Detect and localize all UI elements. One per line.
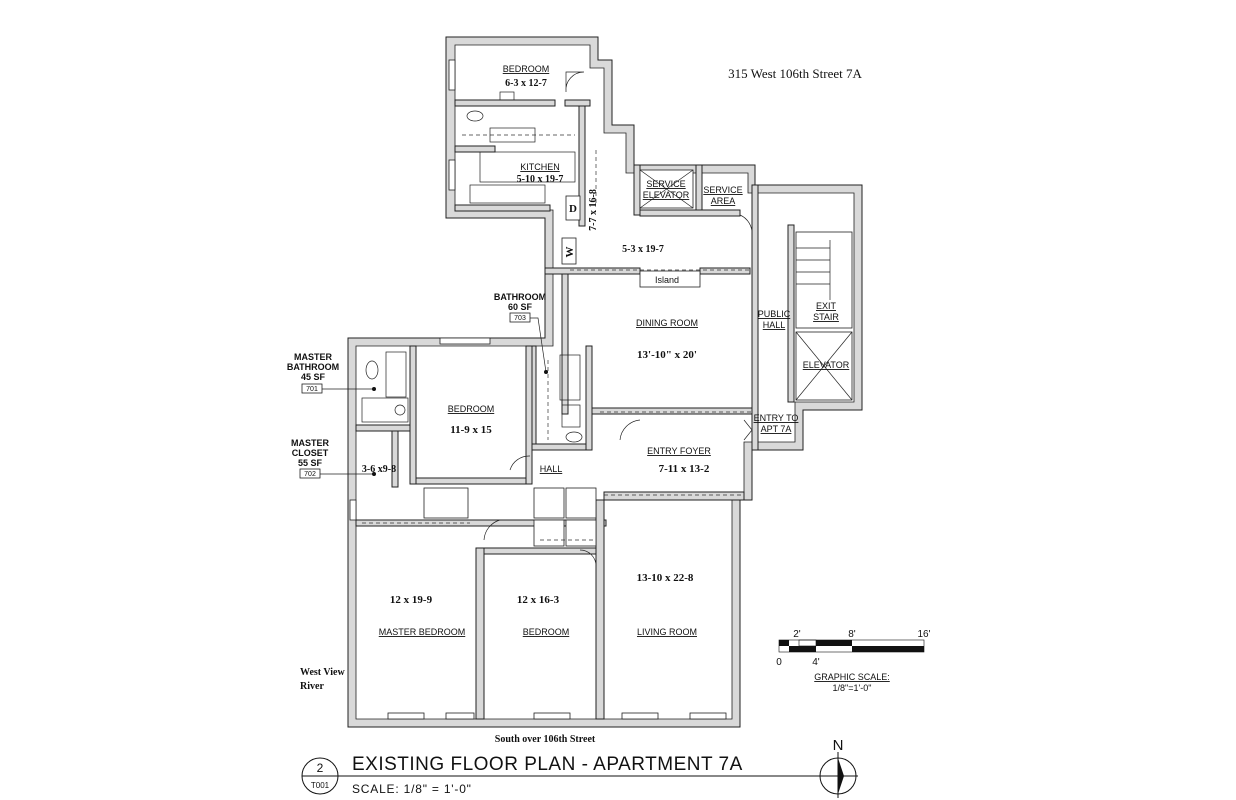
west-view-line2: River <box>300 681 324 692</box>
scale-tick-4: 4' <box>812 657 820 668</box>
master-closet-tag: 702 <box>304 471 316 478</box>
master-closet-line3: 55 SF <box>298 458 323 468</box>
bedroom-south-dims: 12 x 16-3 <box>517 594 560 606</box>
door-swings <box>483 71 753 567</box>
entry-to-line1: ENTRY TO <box>754 413 799 423</box>
master-bedroom-dims: 12 x 19-9 <box>390 594 433 606</box>
hall-label: HALL <box>540 464 563 474</box>
detail-number: 2 <box>317 761 324 775</box>
bedroom-mid-dims: 11-9 x 15 <box>450 424 492 436</box>
scale-tick-0: 0 <box>776 657 782 668</box>
north-arrow-icon: N <box>818 737 858 798</box>
elevator-label: ELEVATOR <box>803 360 850 370</box>
scale-tick-16: 16' <box>917 629 930 640</box>
master-bath-tag: 701 <box>306 386 318 393</box>
scale-caption-1: GRAPHIC SCALE: <box>814 672 890 682</box>
service-elevator-line1: SERVICE <box>646 179 685 189</box>
master-bath-line1: MASTER <box>294 352 333 362</box>
sheet-number: T001 <box>311 781 330 790</box>
north-label: N <box>833 737 844 754</box>
kitchen-dims: 5-10 x 19-7 <box>517 174 564 185</box>
plan-scale: SCALE: 1/8" = 1'-0" <box>352 782 472 796</box>
master-closet-line2: CLOSET <box>292 448 329 458</box>
scale-tick-2: 2' <box>793 629 801 640</box>
dining-room-name: DINING ROOM <box>636 318 698 328</box>
living-room-name: LIVING ROOM <box>637 627 697 637</box>
exit-stair-line1: EXIT <box>816 301 837 311</box>
stair-treads <box>796 240 831 300</box>
bedroom-south-name: BEDROOM <box>523 627 570 637</box>
dashed-openings <box>362 134 752 541</box>
graphic-scale: 2' 8' 16' 0 4' GRAPHIC SCALE: 1/8"=1'-0" <box>776 629 930 693</box>
kitchen-island <box>639 270 701 288</box>
service-elevator-line2: ELEVATOR <box>643 190 690 200</box>
bedroom-small-name: BEDROOM <box>503 64 550 74</box>
dryer-label: D <box>569 203 577 215</box>
kitchen-name: KITCHEN <box>520 162 560 172</box>
public-hall-line1: PUBLIC <box>758 309 791 319</box>
closet-dims: 3-6 x9-8 <box>362 464 396 475</box>
island-label: Island <box>655 275 679 285</box>
south-view-label: South over 106th Street <box>495 734 596 745</box>
corridor-dims: 5-3 x 19-7 <box>622 244 664 255</box>
bedroom-small-dims: 6-3 x 12-7 <box>505 78 547 89</box>
master-closet-line1: MASTER <box>291 438 330 448</box>
service-area-line2: AREA <box>711 196 736 206</box>
entry-foyer-name: ENTRY FOYER <box>647 446 711 456</box>
service-area-line1: SERVICE <box>703 185 742 195</box>
washer-label: W <box>564 247 576 258</box>
scale-caption-2: 1/8"=1'-0" <box>833 683 872 693</box>
master-bath-line3: 45 SF <box>301 372 326 382</box>
bathroom-callout-line2: 60 SF <box>508 302 533 312</box>
west-view-line1: West View <box>300 667 345 678</box>
callouts: BATHROOM 60 SF 703 MASTER BATHROOM 45 SF… <box>287 292 548 479</box>
dining-room-dims: 13'-10" x 20' <box>637 349 697 361</box>
plan-title: EXISTING FLOOR PLAN - APARTMENT 7A <box>352 754 743 775</box>
entry-foyer-dims: 7-11 x 13-2 <box>659 463 710 475</box>
exterior-walls <box>347 36 863 728</box>
interior-walls <box>349 59 853 720</box>
fixtures <box>361 91 701 443</box>
entry-to-line2: APT 7A <box>761 424 792 434</box>
exit-stair-line2: STAIR <box>813 312 839 322</box>
bathroom-callout-tag: 703 <box>514 315 526 322</box>
living-room-dims: 13-10 x 22-8 <box>637 572 694 584</box>
master-bedroom-name: MASTER BEDROOM <box>379 627 466 637</box>
bathroom-callout-line1: BATHROOM <box>494 292 546 302</box>
room-labels: BEDROOM 6-3 x 12-7 KITCHEN 5-10 x 19-7 7… <box>362 64 850 637</box>
kitchen-side-dims: 7-7 x 16-8 <box>588 189 599 231</box>
title-block: 2 T001 EXISTING FLOOR PLAN - APARTMENT 7… <box>301 737 858 798</box>
bedroom-mid-name: BEDROOM <box>448 404 495 414</box>
public-hall-line2: HALL <box>763 320 786 330</box>
scale-tick-8: 8' <box>848 629 856 640</box>
master-bath-line2: BATHROOM <box>287 362 339 372</box>
address-label: 315 West 106th Street 7A <box>728 66 862 81</box>
